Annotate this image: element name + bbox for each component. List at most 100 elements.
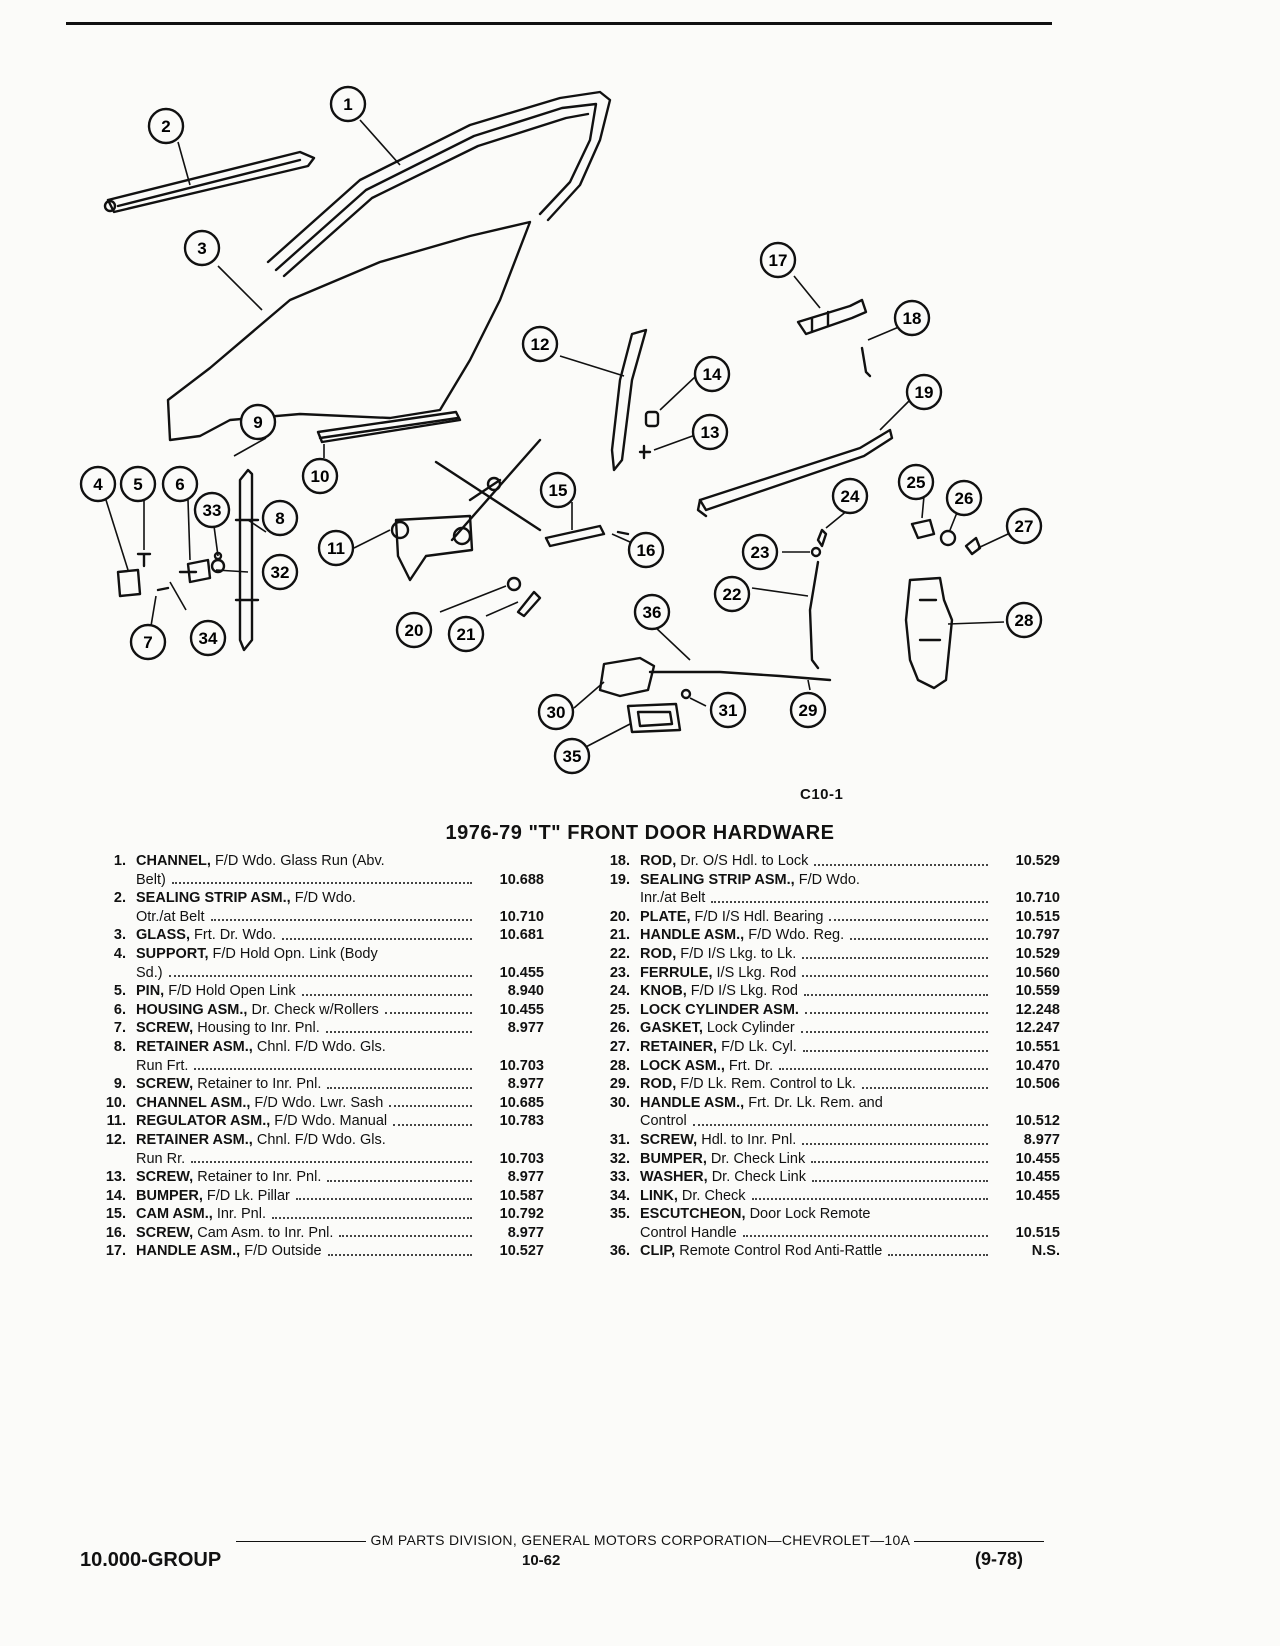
group-number: 10.783 — [499, 1113, 544, 1130]
bearing-plate-part — [506, 576, 522, 592]
part-line: CAM ASM., Inr. Pnl.10.792 — [136, 1205, 544, 1224]
part-number: 34. — [609, 1187, 630, 1204]
part-number: 24. — [609, 983, 630, 1000]
dot-leader — [210, 919, 472, 922]
part-description: SCREW, Housing to Inr. Pnl.8.977 — [136, 1019, 544, 1038]
part-text: CLIP, Remote Control Rod Anti-Rattle — [640, 1243, 883, 1260]
part-row: 8.RETAINER ASM., Chnl. F/D Wdo. Gls.Run … — [74, 1038, 544, 1075]
callout-circle — [713, 575, 751, 613]
callout-25: 25 — [897, 463, 935, 501]
group-number: 10.560 — [1015, 964, 1060, 981]
callout-number: 35 — [563, 747, 582, 766]
callout-circle — [261, 553, 299, 591]
part-text: ROD, F/D Lk. Rem. Control to Lk. — [640, 1076, 856, 1093]
part-number: 35. — [609, 1206, 630, 1223]
part-row: 28.LOCK ASM., Frt. Dr.10.470 — [582, 1057, 1060, 1076]
part-text: HANDLE ASM., F/D Outside — [136, 1243, 322, 1260]
door-lock-part — [904, 576, 954, 690]
callout-15: 15 — [539, 471, 577, 509]
callout-number: 8 — [275, 509, 284, 528]
group-label: 10.000-GROUP — [80, 1549, 222, 1571]
part-text: Sd.) — [136, 964, 163, 981]
part-number: 3. — [113, 927, 126, 944]
part-text: PLATE, F/D I/S Hdl. Bearing — [640, 908, 824, 925]
group-number: 10.455 — [1015, 1169, 1060, 1186]
callout-4: 4 — [79, 465, 117, 503]
part-row: 31.SCREW, Hdl. to Inr. Pnl.8.977 — [582, 1131, 1060, 1150]
dot-leader — [692, 1123, 988, 1126]
part-number: 33. — [609, 1169, 630, 1186]
part-name: SEALING STRIP ASM., — [136, 890, 291, 907]
leader-lines — [105, 119, 1009, 751]
page-number: 10-62 — [522, 1552, 561, 1569]
part-number: 36. — [609, 1243, 630, 1260]
rear-run-retainer-part — [610, 328, 648, 472]
part-number: 5. — [113, 983, 126, 1000]
group-number: 10.529 — [1015, 853, 1060, 869]
part-name: CHANNEL, — [136, 853, 211, 869]
part-name: HANDLE ASM., — [640, 1094, 745, 1111]
callout-34: 34 — [189, 619, 227, 657]
part-description: ROD, F/D Lk. Rem. Control to Lk.10.506 — [640, 1075, 1060, 1094]
dot-leader — [888, 1254, 988, 1257]
callout-circle — [79, 465, 117, 503]
part-text: GASKET, Lock Cylinder — [640, 1020, 795, 1037]
dot-leader — [850, 937, 988, 940]
callout-20: 20 — [395, 611, 433, 649]
group-number: 12.248 — [1015, 1001, 1060, 1018]
dot-leader — [295, 1198, 472, 1201]
dot-leader — [282, 937, 472, 940]
part-line: SEALING STRIP ASM., F/D Wdo. — [640, 871, 1060, 890]
part-text: SCREW, Cam Asm. to Inr. Pnl. — [136, 1224, 334, 1241]
part-name: ROD, — [640, 1076, 677, 1093]
hold-open-link-support-part — [116, 568, 142, 598]
part-name: ROD, — [640, 945, 677, 962]
callout-14: 14 — [693, 355, 731, 393]
part-name: HANDLE ASM., — [640, 927, 745, 944]
footer-publisher: GM PARTS DIVISION, GENERAL MOTORS CORPOR… — [370, 1532, 910, 1548]
part-text: CHANNEL ASM., F/D Wdo. Lwr. Sash — [136, 1094, 384, 1111]
part-line: HANDLE ASM., F/D Wdo. Reg.10.797 — [640, 926, 1060, 945]
group-number: 10.703 — [499, 1057, 544, 1074]
part-line: SUPPORT, F/D Hold Opn. Link (Body — [136, 945, 544, 964]
callout-circle — [447, 615, 485, 653]
group-number: 10.710 — [499, 908, 544, 925]
door-lock-escutcheon-part — [626, 702, 682, 734]
part-text: ESCUTCHEON, Door Lock Remote — [640, 1206, 871, 1223]
callout-circle — [905, 373, 943, 411]
part-row: 16.SCREW, Cam Asm. to Inr. Pnl.8.977 — [74, 1224, 544, 1243]
callout-7: 7 — [129, 623, 167, 661]
callout-33: 33 — [193, 491, 231, 529]
callout-number: 36 — [643, 603, 662, 622]
callout-number: 16 — [637, 541, 656, 560]
callout-9: 9 — [239, 403, 277, 441]
footer-publisher-line: GM PARTS DIVISION, GENERAL MOTORS CORPOR… — [0, 1532, 1280, 1548]
callout-number: 27 — [1015, 517, 1034, 536]
callout-5: 5 — [119, 465, 157, 503]
part-text: ROD, F/D I/S Lkg. to Lk. — [640, 945, 797, 962]
callout-number: 2 — [161, 117, 170, 136]
window-regulator-part — [390, 438, 542, 582]
part-text: LINK, Dr. Check — [640, 1187, 746, 1204]
callout-circle — [193, 491, 231, 529]
callout-12: 12 — [521, 325, 559, 363]
callout-number: 21 — [457, 625, 476, 644]
part-text: RETAINER ASM., Chnl. F/D Wdo. Gls. — [136, 1131, 386, 1148]
part-name: GASKET, — [640, 1020, 703, 1037]
part-number: 8. — [113, 1038, 126, 1055]
dot-leader — [272, 1216, 472, 1219]
part-number: 1. — [113, 853, 126, 869]
group-number: 8.977 — [507, 1224, 544, 1241]
group-number: 8.977 — [507, 1169, 544, 1186]
